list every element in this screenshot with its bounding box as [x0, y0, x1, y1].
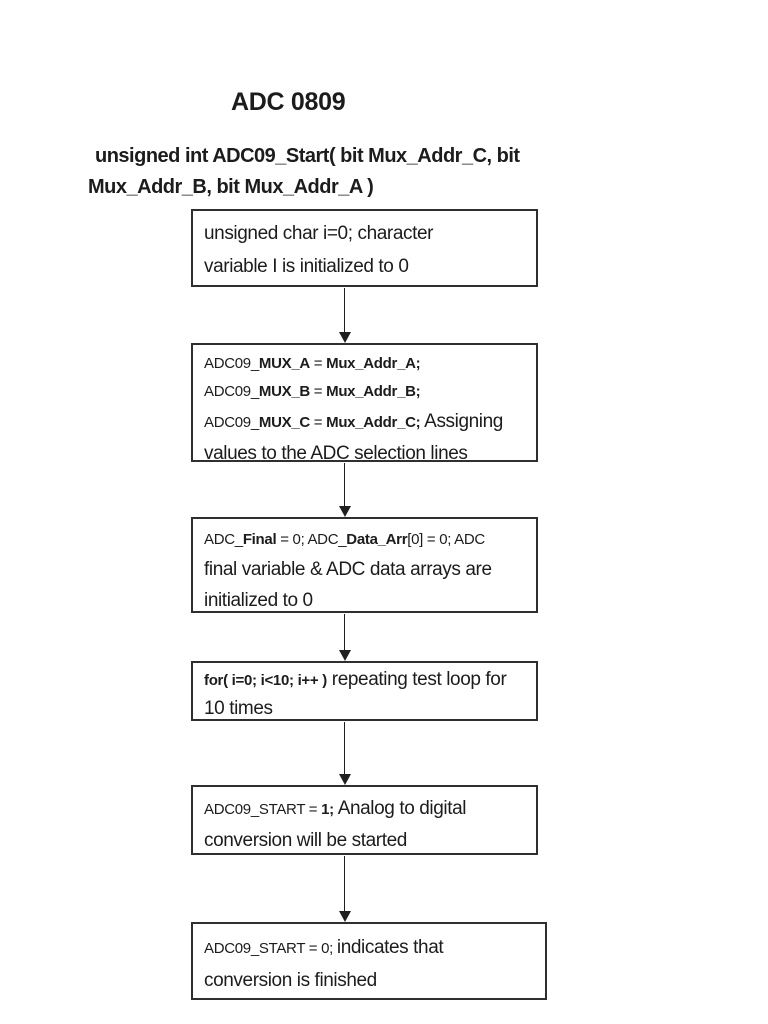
flow-node-text-segment: Assigning	[420, 411, 503, 432]
flow-node-init-char-variable: unsigned char i=0; character variable I i…	[191, 209, 538, 287]
flow-node-text-segment: unsigned char i=0; character	[204, 223, 434, 244]
arrow-down-icon	[338, 332, 351, 343]
flow-node-text-segment: Final	[242, 531, 277, 548]
flow-node-init-adc-final-and-array: ADC_Final = 0; ADC_Data_Arr[0] = 0; ADC f…	[191, 517, 538, 613]
flow-node-text-segment: 1;	[321, 801, 334, 818]
flow-node-text-segment: ADC09_	[204, 355, 259, 372]
flow-node-for-loop-ten-times: for( i=0; i<10; i++ ) repeating test loo…	[191, 661, 538, 721]
arrow-stem	[343, 288, 346, 334]
flow-node-text-segment: MUX_A	[258, 355, 310, 372]
flow-node-text-segment: =	[309, 355, 327, 372]
arrow-stem	[343, 463, 346, 508]
flow-node-text-segment: conversion will be started	[204, 830, 407, 851]
flow-node-text-segment: ADC_	[204, 531, 243, 548]
arrow-down-icon	[338, 774, 351, 785]
arrow-down-icon	[338, 911, 351, 922]
flow-node-text-segment: ADC09_START = 0;	[204, 940, 337, 957]
flow-node-text-segment: variable I is initialized to 0	[204, 256, 409, 277]
flow-arrow-2	[338, 463, 351, 517]
page-title: ADC 0809	[231, 88, 346, 116]
flow-node-text-segment: = 0; ADC_	[276, 531, 347, 548]
function-signature: unsigned int ADC09_Start( bit Mux_Addr_C…	[88, 141, 558, 203]
flow-node-text-segment: Mux_Addr_C;	[326, 414, 421, 431]
flow-node-start-conversion: ADC09_START = 1; Analog to digital conver…	[191, 785, 538, 855]
flow-node-assign-mux-selection-lines: ADC09_MUX_A = Mux_Addr_A;ADC09_MUX_B = M…	[191, 343, 538, 464]
flow-arrow-1	[338, 288, 351, 343]
flow-node-text-segment: indicates that	[336, 937, 444, 958]
flow-node-text-segment: Data_Arr	[346, 531, 408, 548]
arrow-down-icon	[338, 506, 351, 517]
flow-node-text-segment: conversion is finished	[204, 970, 377, 991]
flow-node-text-segment: 10 times	[204, 698, 273, 719]
flow-arrow-5	[338, 856, 351, 922]
flow-node-text-segment: Mux_Addr_A;	[326, 355, 421, 372]
flow-node-text-segment: values to the ADC selection lines	[204, 443, 468, 464]
flow-node-text-segment: MUX_C	[258, 414, 310, 431]
flow-node-text-segment: initialized to 0	[204, 590, 313, 611]
flow-node-text-segment: ADC09_START =	[204, 801, 322, 818]
arrow-stem	[343, 722, 346, 776]
flow-node-text-segment: ADC09_	[204, 383, 259, 400]
flow-arrow-3	[338, 614, 351, 661]
flow-node-text-segment: final variable & ADC data arrays are	[204, 559, 492, 580]
flow-node-text-segment: repeating test loop for	[326, 669, 507, 690]
arrow-stem	[343, 856, 346, 913]
flow-node-text-segment: [0] = 0; ADC	[407, 531, 485, 548]
signature-line-2: Mux_Addr_B, bit Mux_Addr_A )	[88, 176, 374, 198]
flow-node-text-segment: =	[309, 414, 327, 431]
flow-node-text-segment: Mux_Addr_B;	[326, 383, 421, 400]
signature-line-1: unsigned int ADC09_Start( bit Mux_Addr_C…	[95, 145, 520, 167]
flow-arrow-4	[338, 722, 351, 785]
flow-node-text-segment: Analog to digital	[333, 798, 467, 819]
flow-node-conversion-finished: ADC09_START = 0; indicates that conversio…	[191, 922, 547, 1000]
flow-node-text-segment: MUX_B	[258, 383, 310, 400]
flow-node-text-segment: for( i=0; i<10; i++ )	[204, 672, 327, 689]
arrow-down-icon	[338, 650, 351, 661]
arrow-stem	[343, 614, 346, 652]
flow-node-text-segment: ADC09_	[204, 414, 259, 431]
flow-node-text-segment: =	[309, 383, 327, 400]
